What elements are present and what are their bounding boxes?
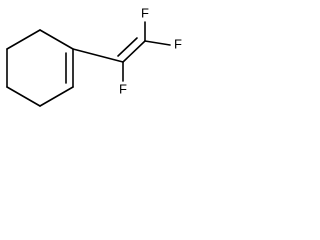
ring-bond-c1-c2	[6, 29, 41, 50]
ring-bond-c5-c6	[6, 86, 41, 107]
atom-labels: F F F	[117, 5, 184, 97]
fluorine-bottom: F	[117, 81, 129, 97]
atom-label-f-top: F	[141, 5, 149, 20]
atom-label-f-right: F	[174, 36, 182, 51]
bond-to-f-right	[144, 40, 171, 46]
ring-bond-c2-c3	[39, 29, 74, 50]
vinyl-double-bond-outer	[122, 40, 146, 63]
cyclohexene-ring	[6, 29, 74, 107]
ring-to-vinyl-bond	[72, 48, 124, 63]
fluorine-right: F	[172, 36, 184, 52]
trifluorovinyl-group	[72, 21, 171, 82]
ring-bond-c4-c5	[39, 86, 74, 107]
chemical-structure-diagram: F F F	[6, 5, 184, 107]
fluorine-top: F	[139, 5, 151, 21]
vinyl-double-bond-inner	[117, 37, 138, 57]
atom-label-f-bottom: F	[119, 81, 127, 96]
